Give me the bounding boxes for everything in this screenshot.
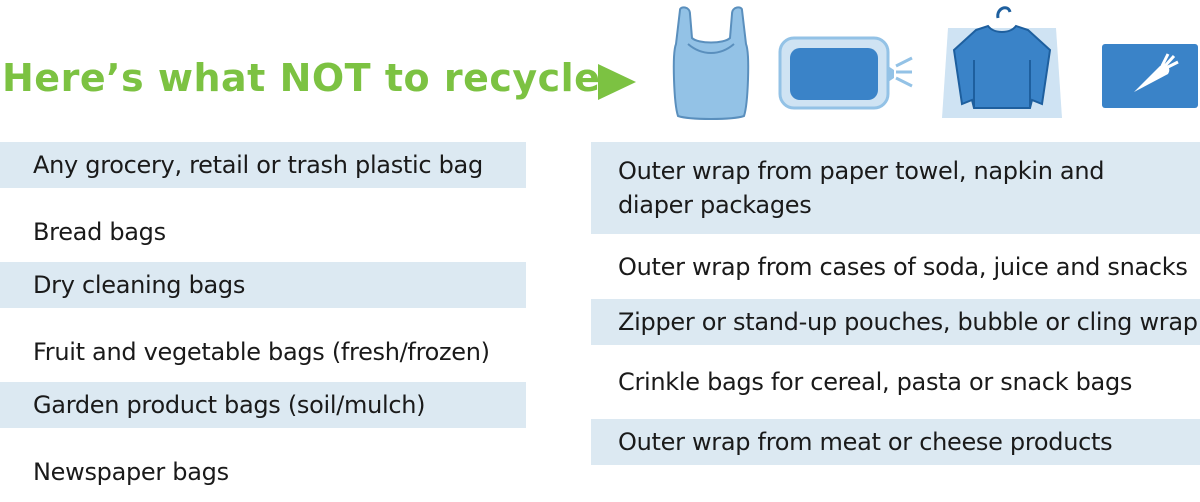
list-item: Any grocery, retail or trash plastic bag — [0, 142, 526, 188]
not-recyclable-list-right: Outer wrap from paper towel, napkin and … — [591, 142, 1200, 465]
list-item-label: Outer wrap from meat or cheese products — [618, 428, 1113, 456]
list-item-label: Newspaper bags — [33, 458, 229, 486]
page-title: Here’s what NOT to recycle — [2, 56, 601, 100]
list-item-label: Crinkle bags for cereal, pasta or snack … — [618, 368, 1133, 396]
not-recyclable-list-left: Any grocery, retail or trash plastic bag… — [0, 142, 526, 502]
list-item-label: Fruit and vegetable bags (fresh/frozen) — [33, 338, 490, 366]
list-item: Dry cleaning bags — [0, 262, 526, 308]
list-item: Garden product bags (soil/mulch) — [0, 382, 526, 428]
list-item: Crinkle bags for cereal, pasta or snack … — [591, 345, 1200, 419]
bread-bag-icon — [778, 36, 914, 110]
frozen-vegetable-bag-icon — [1100, 40, 1200, 110]
list-item: Outer wrap from meat or cheese products — [591, 419, 1200, 465]
list-item-label: Dry cleaning bags — [33, 271, 246, 299]
dry-cleaning-bag-icon — [938, 0, 1066, 120]
list-item-label: Garden product bags (soil/mulch) — [33, 391, 426, 419]
list-item-label: Outer wrap from paper towel, napkin and … — [618, 157, 1105, 219]
right-triangle-arrow-icon — [598, 64, 636, 100]
list-item-label: Any grocery, retail or trash plastic bag — [33, 151, 483, 179]
list-item-label: Bread bags — [33, 218, 166, 246]
list-item: Outer wrap from cases of soda, juice and… — [591, 234, 1200, 299]
list-item: Zipper or stand-up pouches, bubble or cl… — [591, 299, 1200, 345]
plastic-shopping-bag-icon — [672, 4, 750, 122]
list-item: Newspaper bags — [0, 442, 526, 502]
list-item: Bread bags — [0, 202, 526, 262]
list-item: Fruit and vegetable bags (fresh/frozen) — [0, 322, 526, 382]
list-item-label: Outer wrap from cases of soda, juice and… — [618, 252, 1188, 281]
list-item: Outer wrap from paper towel, napkin and … — [591, 142, 1200, 234]
list-item-label: Zipper or stand-up pouches, bubble or cl… — [618, 308, 1198, 336]
